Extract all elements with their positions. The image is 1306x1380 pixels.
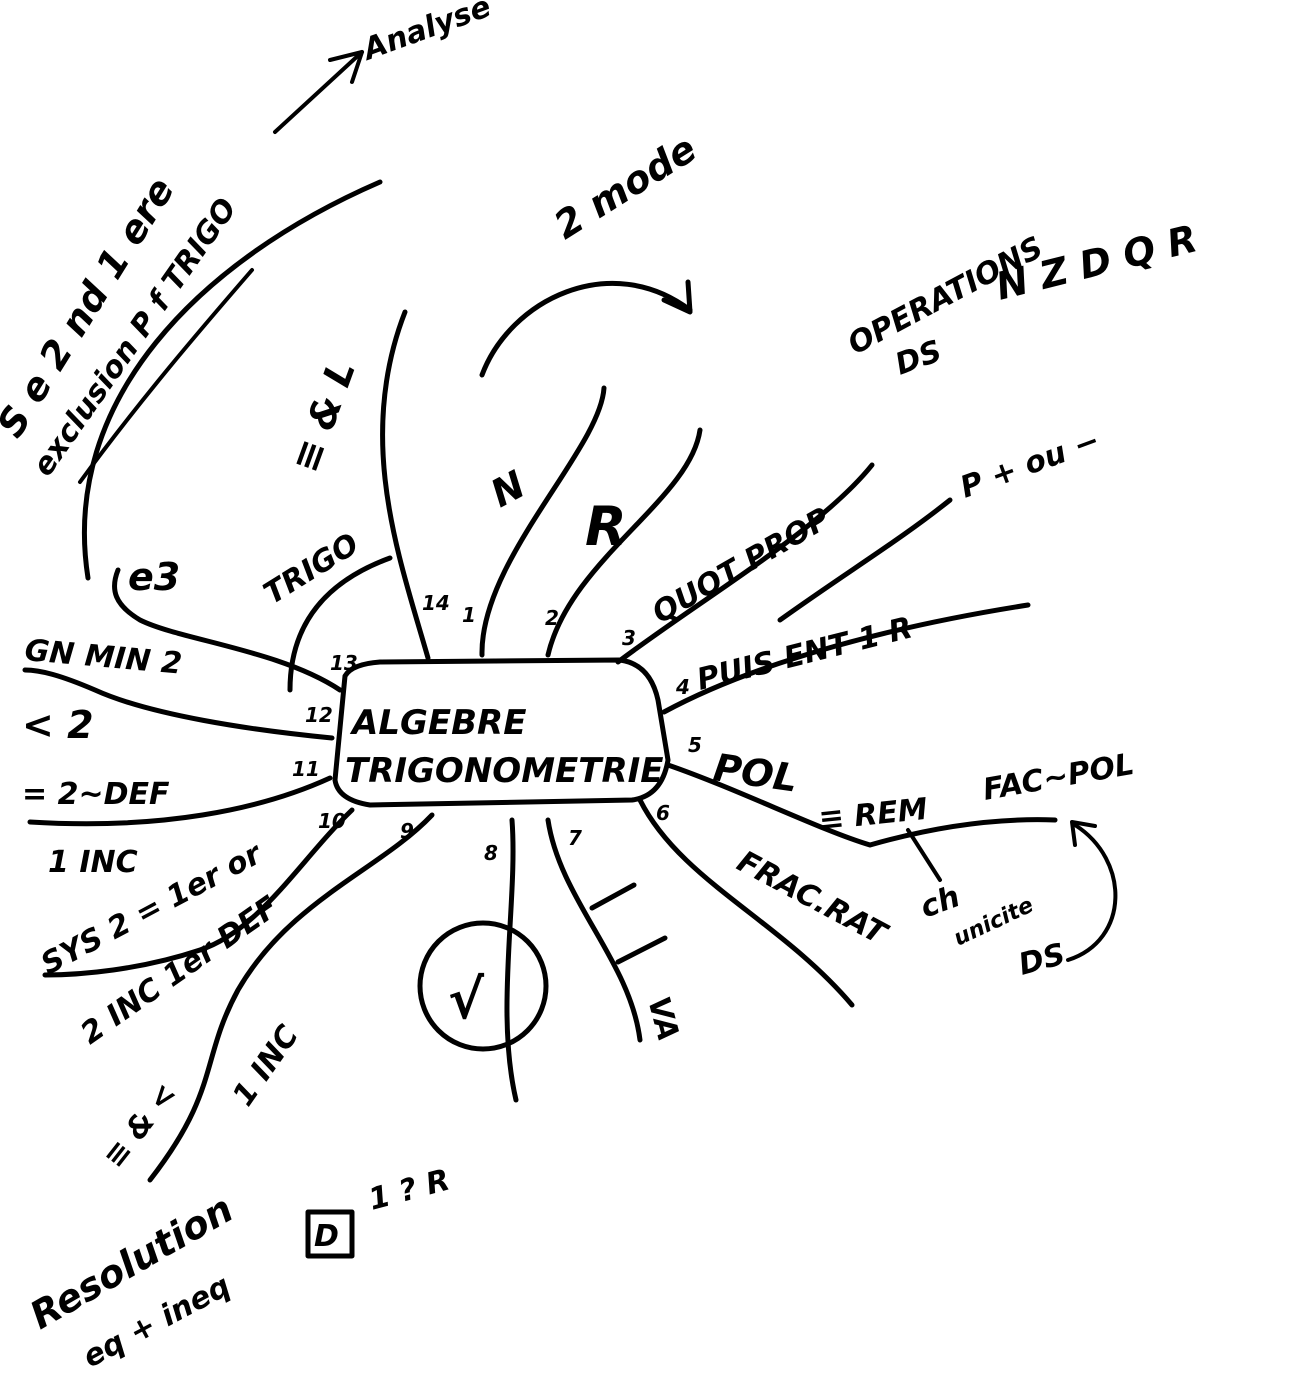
- branch-12-number: 12: [305, 703, 333, 727]
- branch-8-line: [507, 820, 516, 1100]
- branch-11-sub: 1 INC: [48, 845, 138, 880]
- operations-ds-label: DS: [891, 334, 947, 383]
- branch-2-number: 2: [545, 606, 559, 630]
- number-sets-label: N Z D Q R: [992, 216, 1202, 308]
- branch-14-label: TRIGO: [258, 527, 365, 612]
- branch-5-number: 5: [688, 733, 702, 757]
- branch-8-label: √: [448, 968, 485, 1031]
- second-mode-arc: [482, 283, 690, 375]
- branch-5-rem: ≡ REM: [817, 792, 929, 838]
- branch-4-number: 4: [675, 675, 690, 699]
- branch-7-bar-a: [592, 885, 634, 908]
- branch-3-number: 3: [622, 626, 636, 650]
- branch-9-eq: ≡ & <: [97, 1077, 185, 1175]
- branch-7-bar-b: [618, 938, 665, 962]
- eq-and-l-label: ≡ & L: [283, 354, 364, 478]
- e3-label: e3: [128, 555, 180, 599]
- p-plus-label: P + ou −: [956, 423, 1105, 506]
- branch-10-number: 10: [318, 809, 346, 833]
- branch-7-line: [548, 820, 640, 1040]
- second-mode-label: 2 mode: [546, 126, 704, 247]
- branch-3-label: QUOT PROP: [647, 501, 837, 631]
- branch-14-number: 14: [422, 591, 450, 615]
- branch-5-label: POL: [711, 745, 801, 800]
- branch-9-number: 9: [400, 819, 414, 843]
- branch-9-label: 1 INC: [226, 1019, 306, 1112]
- branch-1-label: N: [484, 462, 533, 516]
- branch-6-label: FRAC.RAT: [731, 844, 894, 953]
- branch-7-number: 7: [568, 826, 582, 850]
- branch-7-label: VA: [640, 993, 685, 1045]
- branch-6-number: 6: [656, 801, 670, 825]
- set-d-label: D: [314, 1219, 339, 1254]
- branch-5-unicite: unicite: [950, 893, 1038, 952]
- branch-4-label: PUIS ENT 1 R: [693, 610, 915, 697]
- branch-11-label: = 2~DEF: [22, 777, 170, 812]
- branch-1-number: 1: [462, 603, 476, 627]
- branch-12-label: < 2: [22, 703, 94, 747]
- center-title-line1: ALGEBRE: [349, 703, 526, 743]
- branch-5-fac-pol: FAC~POL: [980, 747, 1136, 808]
- analyse-arrow: [275, 52, 362, 132]
- branch-13-number: 13: [330, 651, 358, 675]
- analyse-label: Analyse: [357, 0, 496, 68]
- branch-5-connector: [908, 830, 940, 880]
- branch-8-number: 8: [484, 841, 498, 865]
- one-r-label: 1 ? R: [365, 1163, 454, 1218]
- branch-11-number: 11: [292, 757, 320, 781]
- branch-2-label: R: [585, 495, 627, 558]
- branch-5-ch: ch: [916, 879, 965, 925]
- branch-5-ds: DS: [1015, 937, 1069, 983]
- center-title-line2: TRIGONOMETRIE: [345, 751, 664, 791]
